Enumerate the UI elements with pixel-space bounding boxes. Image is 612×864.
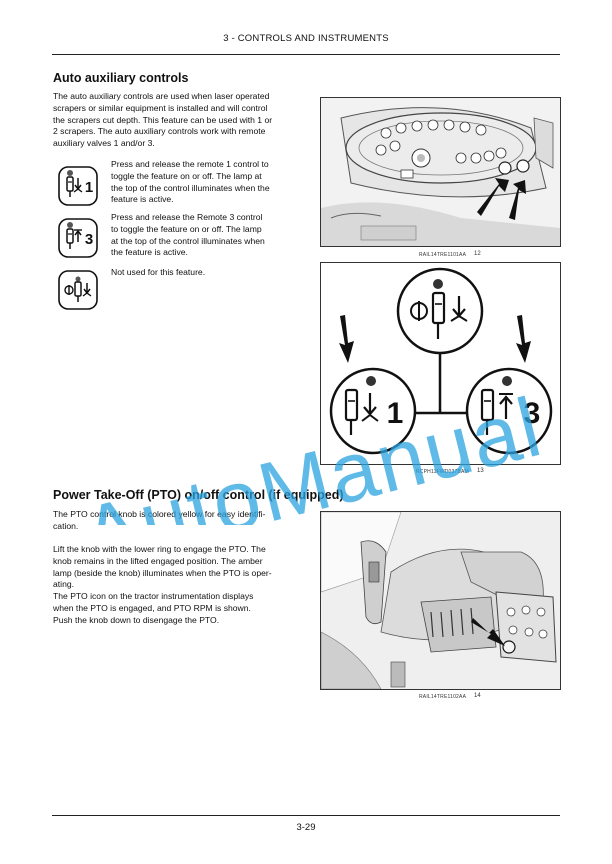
pto-line: lamp (beside the knob) illuminates when … [53, 567, 272, 578]
item-line: feature is active. [111, 194, 174, 205]
intro-line: the scrapers cut depth. This feature can… [53, 114, 273, 125]
remote-3-control-icon: 3 [58, 218, 98, 258]
intro-line: The auto auxiliary controls are used whe… [53, 91, 270, 101]
header-rule [52, 54, 560, 55]
diagram-label-remote-3: 3 [524, 397, 541, 430]
pto-line: Push the knob down to disengage the PTO. [53, 614, 220, 625]
item-line: Press and release the remote 1 control t… [111, 159, 269, 169]
figure-13-number: 13 [477, 468, 484, 474]
figure-14-number: 14 [474, 693, 481, 699]
intro-line: scrapers or similar equipment is install… [53, 102, 268, 113]
pto-paragraph-1: The PTO control knob is colored yellow f… [53, 509, 311, 533]
pto-paragraph-2: Lift the knob with the lower ring to eng… [53, 544, 311, 627]
pto-line: ating. [53, 579, 75, 590]
figure-12-code: RAIL14TRE1101AA [419, 252, 467, 258]
figure-14-cab-photo [320, 511, 561, 690]
figure-12-number: 12 [474, 251, 481, 257]
pto-line: knob remains in the lifted engaged posit… [53, 555, 263, 566]
item-line: the feature is active. [111, 247, 188, 258]
figure-12-console-photo [320, 97, 561, 247]
running-header: 3 - CONTROLS AND INSTRUMENTS [223, 33, 389, 44]
footer-rule [52, 815, 560, 816]
icon-label: 1 [85, 179, 93, 196]
figure-14-code: RAIL14TRE1102AA [419, 694, 467, 700]
auto-auxiliary-unused-icon [58, 270, 98, 310]
item-unused-text: Not used for this feature. [111, 267, 311, 279]
item-line: Press and release the Remote 3 control [111, 212, 263, 222]
pto-line: The PTO icon on the tractor instrumentat… [53, 591, 254, 602]
intro-line: 2 scrapers. The auto auxiliary controls … [53, 126, 266, 137]
diagram-label-remote-1: 1 [387, 397, 404, 430]
pto-line: when the PTO is engaged, and PTO RPM is … [53, 602, 251, 613]
section-title-pto: Power Take-Off (PTO) on/off control (if … [53, 488, 344, 502]
item-line: Not used for this feature. [111, 267, 206, 277]
remote-1-control-icon: 1 [58, 166, 98, 206]
item-remote-3-text: Press and release the Remote 3 control t… [111, 212, 311, 259]
item-line: to toggle the feature on or off. The lam… [111, 223, 262, 234]
section-title-auto-auxiliary: Auto auxiliary controls [53, 71, 189, 85]
figure-13-code: RCPH11FWD037BAM [416, 469, 469, 475]
item-line: the top of the control illuminates when … [111, 182, 270, 193]
intro-line: auxiliary valves 1 and/or 3. [53, 138, 155, 149]
intro-paragraph: The auto auxiliary controls are used whe… [53, 91, 313, 150]
item-line: at the top of the control illuminates wh… [111, 235, 265, 246]
item-line: toggle the feature on or off. The lamp a… [111, 170, 262, 181]
pto-line: Lift the knob with the lower ring to eng… [53, 544, 266, 554]
pto-line: The PTO control knob is colored yellow f… [53, 509, 266, 519]
icon-label: 3 [85, 231, 93, 248]
page-number: 3-29 [296, 822, 316, 833]
item-remote-1-text: Press and release the remote 1 control t… [111, 159, 311, 206]
figure-13-control-diagram: 1 3 [320, 262, 561, 465]
pto-line: cation. [53, 520, 79, 531]
